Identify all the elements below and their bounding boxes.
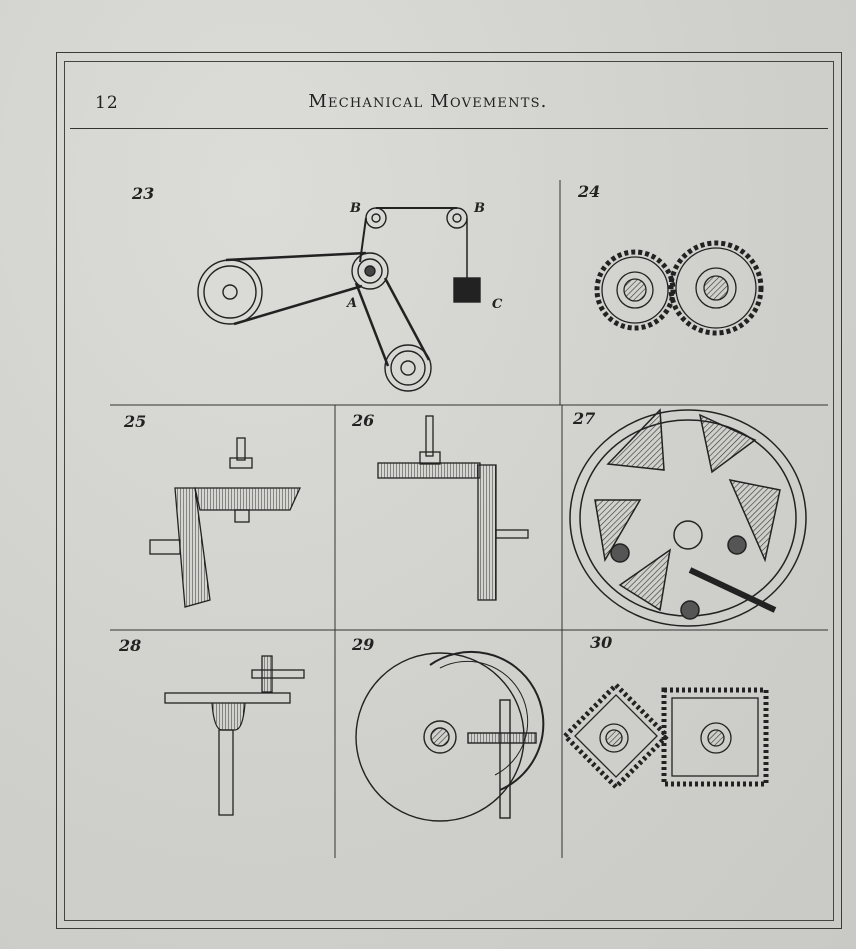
figure-23-pulleys — [197, 207, 481, 392]
figure-number-23: 23 — [131, 184, 154, 203]
header-rule — [70, 128, 828, 129]
figure-25-bevel-gears — [149, 437, 302, 608]
figure-number-29: 29 — [351, 635, 374, 654]
figure-number-26: 26 — [351, 411, 374, 430]
figure-29-spiral-cam — [355, 651, 545, 822]
figure-27-wheel-mechanism — [569, 408, 807, 627]
inner-border — [64, 61, 834, 921]
outer-border — [56, 52, 842, 929]
figure-26-rack-pinion — [377, 415, 529, 601]
grid-lines — [110, 180, 828, 858]
label-b-left: B — [349, 201, 361, 216]
figure-number-30: 30 — [590, 633, 612, 652]
figure-24-spur-gears — [594, 240, 764, 336]
figure-number-24: 24 — [577, 182, 600, 201]
page-number: 12 — [95, 93, 119, 113]
label-c: C — [492, 297, 503, 312]
figure-number-27: 27 — [572, 409, 595, 428]
figure-30-square-gears — [561, 681, 769, 791]
label-a: A — [345, 296, 357, 311]
figure-28-face-wheel — [164, 655, 305, 816]
figure-number-25: 25 — [123, 412, 146, 431]
running-title: Mechanical Movements. — [308, 91, 548, 112]
label-b-right: B — [473, 201, 485, 216]
figure-number-28: 28 — [118, 636, 141, 655]
